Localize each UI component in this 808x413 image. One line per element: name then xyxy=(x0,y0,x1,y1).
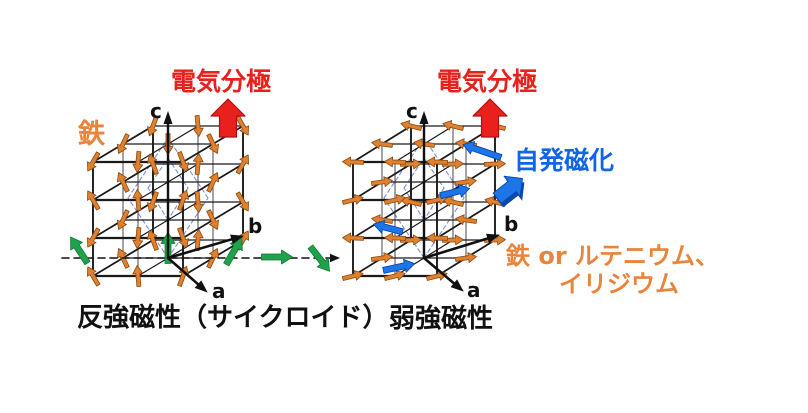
magnetization-arrow xyxy=(492,175,525,208)
iron-label-left: 鉄 xyxy=(78,119,105,150)
left-axes xyxy=(163,111,244,293)
spontaneous-magnetization-label: 自発磁化 xyxy=(514,146,615,175)
element-label-line2: イリジウム xyxy=(559,270,679,298)
net-moment-arrows xyxy=(373,141,503,274)
caption-antiferromagnet-cycloid: 反強磁性（サイクロイド） xyxy=(77,303,389,333)
left-crystal xyxy=(87,114,249,288)
axis-label-c-left: c xyxy=(150,99,162,123)
electric-polarization-label-left: 電気分極 xyxy=(171,67,272,96)
axis-label-a-left: a xyxy=(212,279,226,303)
cycloid-axis xyxy=(61,253,340,263)
left-crystal-spin-arrows xyxy=(87,114,249,288)
element-label-line1: 鉄 or ルテニウム、 xyxy=(506,242,720,270)
right-crystal-spin-arrows xyxy=(341,120,507,281)
right-axes xyxy=(419,111,500,292)
electric-polarization-label-right: 電気分極 xyxy=(437,67,538,96)
right-crystal xyxy=(341,120,507,281)
polarization-arrows xyxy=(210,98,508,138)
axis-label-a-right: a xyxy=(467,278,481,302)
axis-label-b-right: b xyxy=(504,212,518,236)
axis-label-b-left: b xyxy=(248,214,262,238)
axis-label-c-right: c xyxy=(406,99,418,123)
caption-weak-ferromagnet: 弱強磁性 xyxy=(389,304,494,334)
